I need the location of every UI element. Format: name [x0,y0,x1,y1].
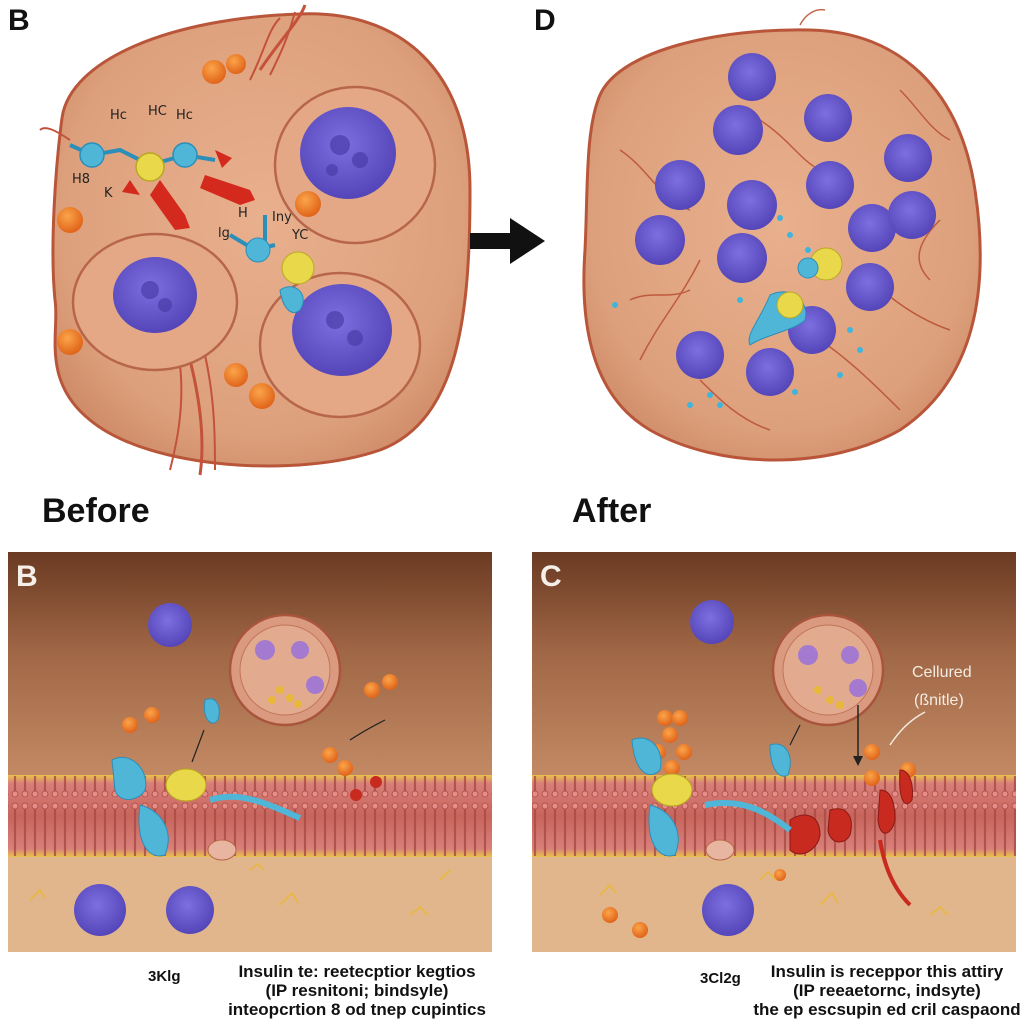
annotation-line: (ßnitle) [914,692,964,709]
molecule-label: HC [148,104,167,119]
molecule-label: YC [292,228,309,243]
caption-line: (IP resnitoni; bindsyle) [265,981,449,1000]
after-label: After [572,492,652,530]
caption-left: Insulin te: reetecptior kegtios (IP resn… [212,962,502,1019]
caption-line: Insulin is receppor this attiry [770,962,1004,981]
caption-line: (IP reeaetornc, indsyte) [793,981,981,1000]
molecule-label: lg [218,226,230,241]
panel-letter-bottom-left: B [16,560,38,593]
caption-line: inteopcrtion 8 od tnep cupintics [228,1000,486,1019]
after-cell [582,8,982,462]
bottom-right-panel [532,552,1016,952]
panel-letter-bottom-right: C [540,560,562,593]
caption-id-right: 3Cl2g [700,970,741,987]
molecule-label: Hc [176,108,193,123]
caption-id-left: 3Klg [148,968,181,985]
before-cell [39,4,472,476]
molecule-label: Hc [110,108,127,123]
molecule-label: H [238,206,248,221]
molecule-label: K [104,186,113,201]
caption-right: Insulin is receppor this attiry (IP reea… [752,962,1022,1019]
panel-letter-top-left: B [8,4,30,37]
molecule-label: Iny [272,210,292,225]
annotation-line: Cellured [912,664,972,681]
right-arrow-icon [470,218,545,264]
bottom-left-panel [8,552,492,952]
caption-line: Insulin te: reetecptior kegtios [238,962,476,981]
before-label: Before [42,492,150,530]
molecule-label: H8 [72,172,91,187]
caption-line: the ep escsupin ed cril caspaond [753,1000,1021,1019]
panel-letter-top-right: D [534,4,556,37]
